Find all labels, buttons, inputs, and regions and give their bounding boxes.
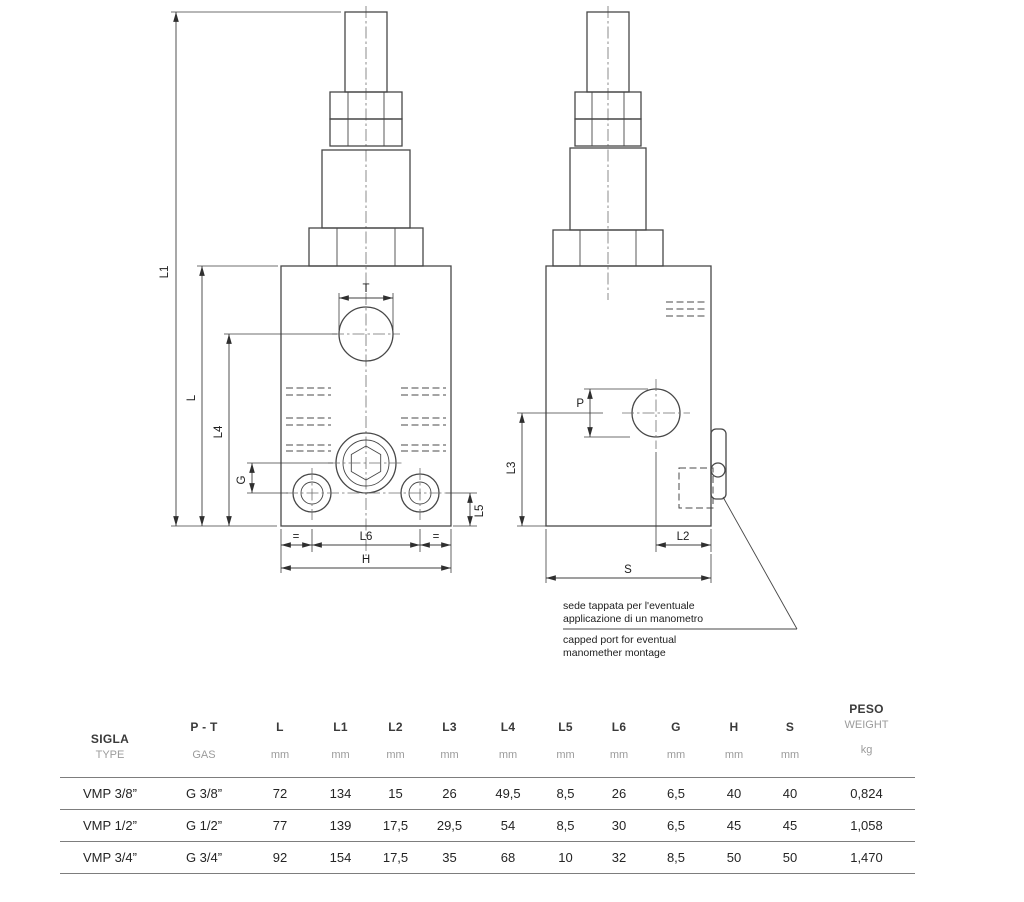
cell-type: VMP 3/4” xyxy=(83,850,137,865)
col-header-type: SIGLA TYPE xyxy=(60,694,160,777)
dim-label-p: P xyxy=(576,398,584,410)
table-cell: 32 xyxy=(611,850,627,865)
dim-label-t: T xyxy=(362,283,369,295)
cell-weight: 1,470 xyxy=(850,850,883,865)
front-view xyxy=(280,6,452,556)
header-kg: kg xyxy=(860,744,873,756)
dim-label-l5: L5 xyxy=(474,505,486,518)
table-cell: 45 xyxy=(782,818,798,833)
note-italian-line2: applicazione di un manometro xyxy=(563,613,703,625)
col-header-l6: L6 mm xyxy=(609,720,629,761)
note-italian-line1: sede tappata per l'eventuale xyxy=(563,600,695,612)
dim-label-l2: L2 xyxy=(677,531,690,543)
dim-label-s: S xyxy=(624,564,632,576)
header-sigla: SIGLA xyxy=(90,732,130,746)
col-header-l3: L3 mm xyxy=(440,720,459,761)
table-row: VMP 1/2” G 1/2” 77 139 17,5 29,5 54 8,5 … xyxy=(60,810,915,842)
dim-label-l3: L3 xyxy=(506,462,518,475)
dimensions-table: SIGLA TYPE P - T GAS L mm L1 mm L2 mm L3… xyxy=(60,694,915,874)
table-row: VMP 3/8” G 3/8” 72 134 15 26 49,5 8,5 26… xyxy=(60,778,915,810)
cell-gas: G 1/2” xyxy=(185,818,223,833)
table-cell: 49,5 xyxy=(495,786,521,801)
table-cell: 134 xyxy=(329,786,352,801)
table-cell: 72 xyxy=(272,786,288,801)
col-header-l: L mm xyxy=(270,720,290,761)
table-cell: 30 xyxy=(611,818,627,833)
table-cell: 6,5 xyxy=(666,786,686,801)
table-cell: 17,5 xyxy=(382,818,409,833)
table-cell: 139 xyxy=(329,818,352,833)
front-view-dimensions: T L1 L L4 G L5 = L6 = xyxy=(159,11,486,573)
dim-label-l: L xyxy=(186,394,198,401)
table-cell: 45 xyxy=(726,818,742,833)
equal-mark-left: = xyxy=(293,531,300,543)
manometer-note: sede tappata per l'eventuale applicazion… xyxy=(563,496,798,659)
hidden-thread-lines xyxy=(286,387,446,452)
col-header-s: S mm xyxy=(780,720,800,761)
table-cell: 50 xyxy=(726,850,742,865)
table-cell: 10 xyxy=(558,850,573,865)
dim-label-l1: L1 xyxy=(159,266,171,279)
table-cell: 35 xyxy=(442,850,457,865)
table-cell: 17,5 xyxy=(382,850,409,865)
table-cell: 29,5 xyxy=(436,818,463,833)
table-cell: 54 xyxy=(500,818,516,833)
cell-type: VMP 1/2” xyxy=(83,818,137,833)
header-peso: PESO xyxy=(849,702,884,716)
side-view-dimensions: P L3 L2 S xyxy=(506,388,712,583)
table-row: VMP 3/4” G 3/4” 92 154 17,5 35 68 10 32 … xyxy=(60,842,915,874)
col-header-pt: P - T GAS xyxy=(160,694,248,777)
table-cell: 92 xyxy=(272,850,288,865)
cell-gas: G 3/8” xyxy=(185,786,223,801)
table-cell: 154 xyxy=(329,850,352,865)
dim-label-g: G xyxy=(236,475,248,484)
cell-weight: 0,824 xyxy=(850,786,883,801)
table-cell: 15 xyxy=(388,786,403,801)
table-cell: 8,5 xyxy=(556,818,575,833)
cell-type: VMP 3/8” xyxy=(83,786,137,801)
table-cell: 77 xyxy=(272,818,288,833)
table-cell: 40 xyxy=(782,786,798,801)
table-cell: 68 xyxy=(500,850,516,865)
cell-gas: G 3/4” xyxy=(185,850,223,865)
col-header-l5: L5 mm xyxy=(556,720,575,761)
technical-drawing: T L1 L L4 G L5 = L6 = xyxy=(159,6,798,659)
header-pt: P - T xyxy=(190,720,218,734)
table-cell: 8,5 xyxy=(556,786,575,801)
table-cell: 50 xyxy=(782,850,798,865)
note-english-line2: manomether montage xyxy=(563,647,666,659)
dim-label-l4: L4 xyxy=(213,425,225,438)
dim-label-l6: L6 xyxy=(360,531,373,543)
table-cell: 26 xyxy=(611,786,627,801)
capped-port-plug xyxy=(678,428,727,509)
header-gas: GAS xyxy=(192,749,216,761)
col-header-weight: PESO WEIGHT kg xyxy=(818,694,915,777)
col-header-l1: L1 mm xyxy=(331,720,350,761)
table-cell: 26 xyxy=(442,786,457,801)
col-header-h: H mm xyxy=(724,720,744,761)
cell-weight: 1,058 xyxy=(850,818,883,833)
note-english-line1: capped port for eventual xyxy=(563,634,676,646)
table-cell: 6,5 xyxy=(666,818,686,833)
col-header-l4: L4 mm xyxy=(498,720,518,761)
table-header-row: SIGLA TYPE P - T GAS L mm L1 mm L2 mm L3… xyxy=(60,694,915,778)
side-view xyxy=(545,6,727,527)
col-header-l2: L2 mm xyxy=(386,720,405,761)
header-type: TYPE xyxy=(95,749,125,761)
table-cell: 8,5 xyxy=(666,850,686,865)
dim-label-h: H xyxy=(362,554,370,566)
equal-mark-right: = xyxy=(433,531,440,543)
header-weight: WEIGHT xyxy=(844,719,889,731)
table-cell: 40 xyxy=(726,786,742,801)
col-header-g: G mm xyxy=(666,720,686,761)
